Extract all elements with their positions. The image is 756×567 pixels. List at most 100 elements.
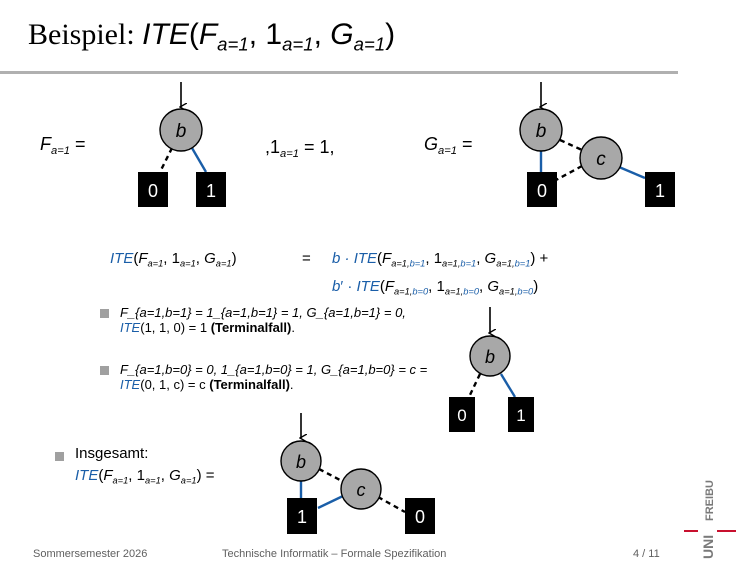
- eq-lhs-one: 1: [171, 250, 180, 267]
- g-edge-c-0: [555, 164, 583, 182]
- title-comma-1: ,: [248, 18, 266, 51]
- eq-rhs2-one-sub-sep: ,: [460, 286, 464, 297]
- logo-uni: UNI: [700, 535, 716, 559]
- g-terminal-1: [645, 172, 675, 207]
- summary-bullet: [55, 452, 64, 461]
- f-node-b: [159, 108, 203, 152]
- title-comma-2: ,: [313, 18, 331, 51]
- case-2-ite: ITE: [120, 377, 141, 392]
- slide-title: Beispiel: ITE(Fa=1, 1a=1, Ga=1): [28, 18, 395, 56]
- res-node-b-label: b: [296, 452, 306, 472]
- mid-node-b-label: b: [485, 347, 495, 367]
- g-symbol: G: [424, 134, 439, 154]
- summary-one: 1: [136, 467, 145, 484]
- title-sub-f: a=1: [217, 33, 249, 55]
- eq-rhs2-g: G: [487, 278, 500, 295]
- case-1-args: (1, 1, 0) = 1: [140, 320, 211, 335]
- g-label: Ga=1 =: [424, 134, 472, 157]
- res-node-b: [280, 440, 322, 482]
- eq-prime-dot: ′ ·: [340, 278, 357, 295]
- logo-freiburg: FREIBURG: [704, 480, 716, 521]
- case-1: F_{a=1,b=1} = 1_{a=1,b=1} = 1, G_{a=1,b=…: [120, 305, 406, 335]
- g-edge-c-1: [618, 165, 646, 180]
- case-2-period: .: [289, 377, 294, 392]
- summary-g-sub: a=1: [180, 475, 197, 486]
- case-2: F_{a=1,b=0} = 0, 1_{a=1,b=0} = 1, G_{a=1…: [120, 362, 427, 392]
- equation-rhs-line2: b′ · ITE(Fa=1,b=0, 1a=1,b=0, Ga=1,b=0): [332, 278, 539, 297]
- eq-rhs1-one-sub-b: b=1: [460, 258, 477, 269]
- res-node-c: [340, 468, 382, 510]
- mid-edge-1: [499, 373, 517, 398]
- summary-heading: Insgesamt:: [75, 445, 149, 462]
- eq-lhs-g-sub: a=1: [215, 258, 232, 269]
- eq-b-dot: b ·: [332, 250, 354, 267]
- g-bdd: b c 0 1: [519, 82, 675, 207]
- title-sub-one: a=1: [282, 33, 314, 55]
- case-2-bullet: [100, 366, 109, 375]
- g-terminal-0-label: 0: [537, 181, 547, 201]
- footer-course: Technische Informatik – Formale Spezifik…: [222, 548, 447, 560]
- g-node-c-label: c: [596, 149, 606, 170]
- case-1-period: .: [291, 320, 295, 335]
- res-terminal-0-label: 0: [415, 507, 425, 527]
- eq-lhs-ite: ITE: [110, 250, 134, 267]
- equation-lhs: ITE(Fa=1, 1a=1, Ga=1): [110, 250, 237, 269]
- case-2-line2: ITE(0, 1, c) = c (Terminalfall).: [120, 377, 427, 392]
- summary-f: F: [103, 467, 113, 484]
- eq-rhs2-one-sub-b: b=0: [463, 286, 480, 297]
- footer-page-number: 4 / 11: [633, 548, 660, 560]
- title-f: F: [198, 18, 218, 51]
- eq-lhs-one-sub: a=1: [179, 258, 196, 269]
- f-sub: a=1: [51, 144, 70, 157]
- case-1-terminal: (Terminalfall): [210, 320, 292, 335]
- summary-g: G: [169, 467, 181, 484]
- f-edge-0: [158, 147, 174, 173]
- g-edge-b-0: [559, 138, 583, 152]
- summary-one-sub: a=1: [144, 475, 161, 486]
- case-1-ite: ITE: [120, 320, 141, 335]
- title-prefix: Beispiel:: [28, 18, 143, 51]
- eq-plus: +: [539, 250, 549, 267]
- one-prefix: ,1: [265, 137, 281, 157]
- title-divider: [0, 71, 678, 74]
- title-expression: ITE(Fa=1, 1a=1, Ga=1): [142, 18, 395, 55]
- eq-lhs-f: F: [138, 250, 148, 267]
- summary-expression: ITE(Fa=1, 1a=1, Ga=1) =: [75, 467, 215, 486]
- mid-terminal-0: [449, 397, 475, 432]
- res-node-c-label: c: [357, 480, 366, 500]
- eq-rhs1-one: 1: [433, 250, 443, 267]
- eq-rhs2-f: F: [384, 278, 395, 295]
- eq-lhs-g: G: [204, 250, 216, 267]
- mid-terminal-0-label: 0: [457, 406, 466, 425]
- g-node-b: [519, 108, 563, 152]
- case-1-bullet: [100, 309, 109, 318]
- one-sub: a=1: [280, 147, 299, 160]
- mid-edge-0: [467, 373, 482, 398]
- eq-rhs2-f-sub-b: b=0: [412, 286, 429, 297]
- title-sub-g: a=1: [353, 33, 386, 55]
- res-terminal-1-label: 1: [297, 507, 307, 527]
- g-restricted-bdd: b 0 1: [449, 307, 534, 432]
- summary-f-sub: a=1: [112, 475, 129, 486]
- mid-node-b: [469, 335, 511, 377]
- footer-semester: Sommersemester 2026: [33, 548, 148, 560]
- eq-rhs2-one-sub-a: a=1: [444, 286, 461, 297]
- eq-rhs1-f-sub-sep: ,: [406, 258, 410, 269]
- eq-rhs1-one-sub-a: a=1: [442, 258, 458, 269]
- res-edge-b-0: [318, 467, 343, 483]
- eq-rhs1-ite: ITE: [353, 250, 378, 267]
- res-terminal-0: [405, 498, 435, 534]
- g-terminal-1-label: 1: [655, 181, 665, 201]
- f-terminal-0: [138, 172, 168, 207]
- university-logo: UNI FREIBURG: [684, 480, 736, 559]
- eq-bprime: b: [332, 278, 341, 295]
- one-label: ,1a=1 = 1,: [265, 137, 334, 160]
- g-terminal-0: [527, 172, 557, 207]
- f-terminal-1: [196, 172, 226, 207]
- eq-rhs2-g-sub-a: a=1: [499, 286, 515, 297]
- eq-rhs1-g-sub-a: a=1: [496, 258, 512, 269]
- f-edge-1: [190, 147, 208, 173]
- eq-rhs1-f-sub-a: a=1: [391, 258, 407, 269]
- case-2-terminal: (Terminalfall): [209, 377, 290, 392]
